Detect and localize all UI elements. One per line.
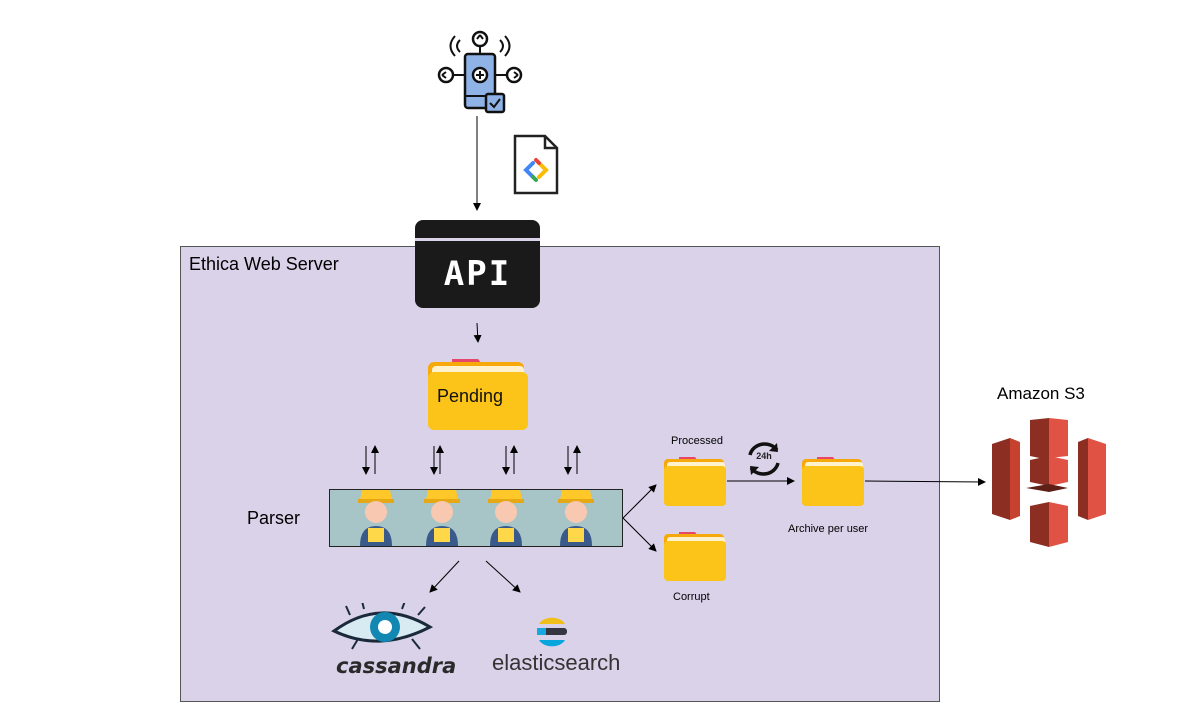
cassandra-logo-icon	[331, 603, 434, 650]
arrow-api-to-pending	[473, 322, 482, 343]
worker-icon	[358, 488, 394, 546]
elasticsearch-label: elasticsearch	[492, 650, 621, 675]
s3-label: Amazon S3	[997, 384, 1085, 403]
json-file-icon	[513, 134, 559, 195]
sync-24h-icon: 24h	[744, 440, 784, 478]
arrow-archive-to-s3	[864, 477, 986, 486]
folder-icon	[664, 532, 726, 581]
cassandra-label: cassandra	[336, 654, 457, 678]
worker-icon	[488, 488, 524, 546]
folder-icon	[802, 457, 864, 506]
api-label: API	[443, 254, 512, 294]
api-block: API	[415, 220, 540, 308]
folder-icon	[428, 359, 528, 430]
parser-label: Parser	[247, 508, 301, 528]
arrow-parser-to-processed	[622, 484, 657, 519]
mobile-device-icon	[437, 30, 523, 114]
arrow-parser-to-corrupt	[622, 517, 657, 552]
server-label: Ethica Web Server	[189, 254, 339, 274]
processed-label: Processed	[671, 435, 723, 447]
worker-icon	[558, 488, 594, 546]
arrow-parser-to-cassandra	[429, 560, 460, 593]
arrow-parser-to-elasticsearch	[485, 560, 521, 593]
worker-icon	[424, 488, 460, 546]
folder-icon	[664, 457, 726, 506]
corrupt-label: Corrupt	[673, 591, 710, 603]
elasticsearch-logo-icon	[537, 617, 567, 647]
pending-label: Pending	[437, 386, 504, 406]
archive-label: Archive per user	[788, 523, 869, 535]
amazon-s3-icon	[992, 418, 1106, 547]
parser-box	[329, 488, 623, 547]
schedule-label: 24h	[756, 451, 772, 461]
